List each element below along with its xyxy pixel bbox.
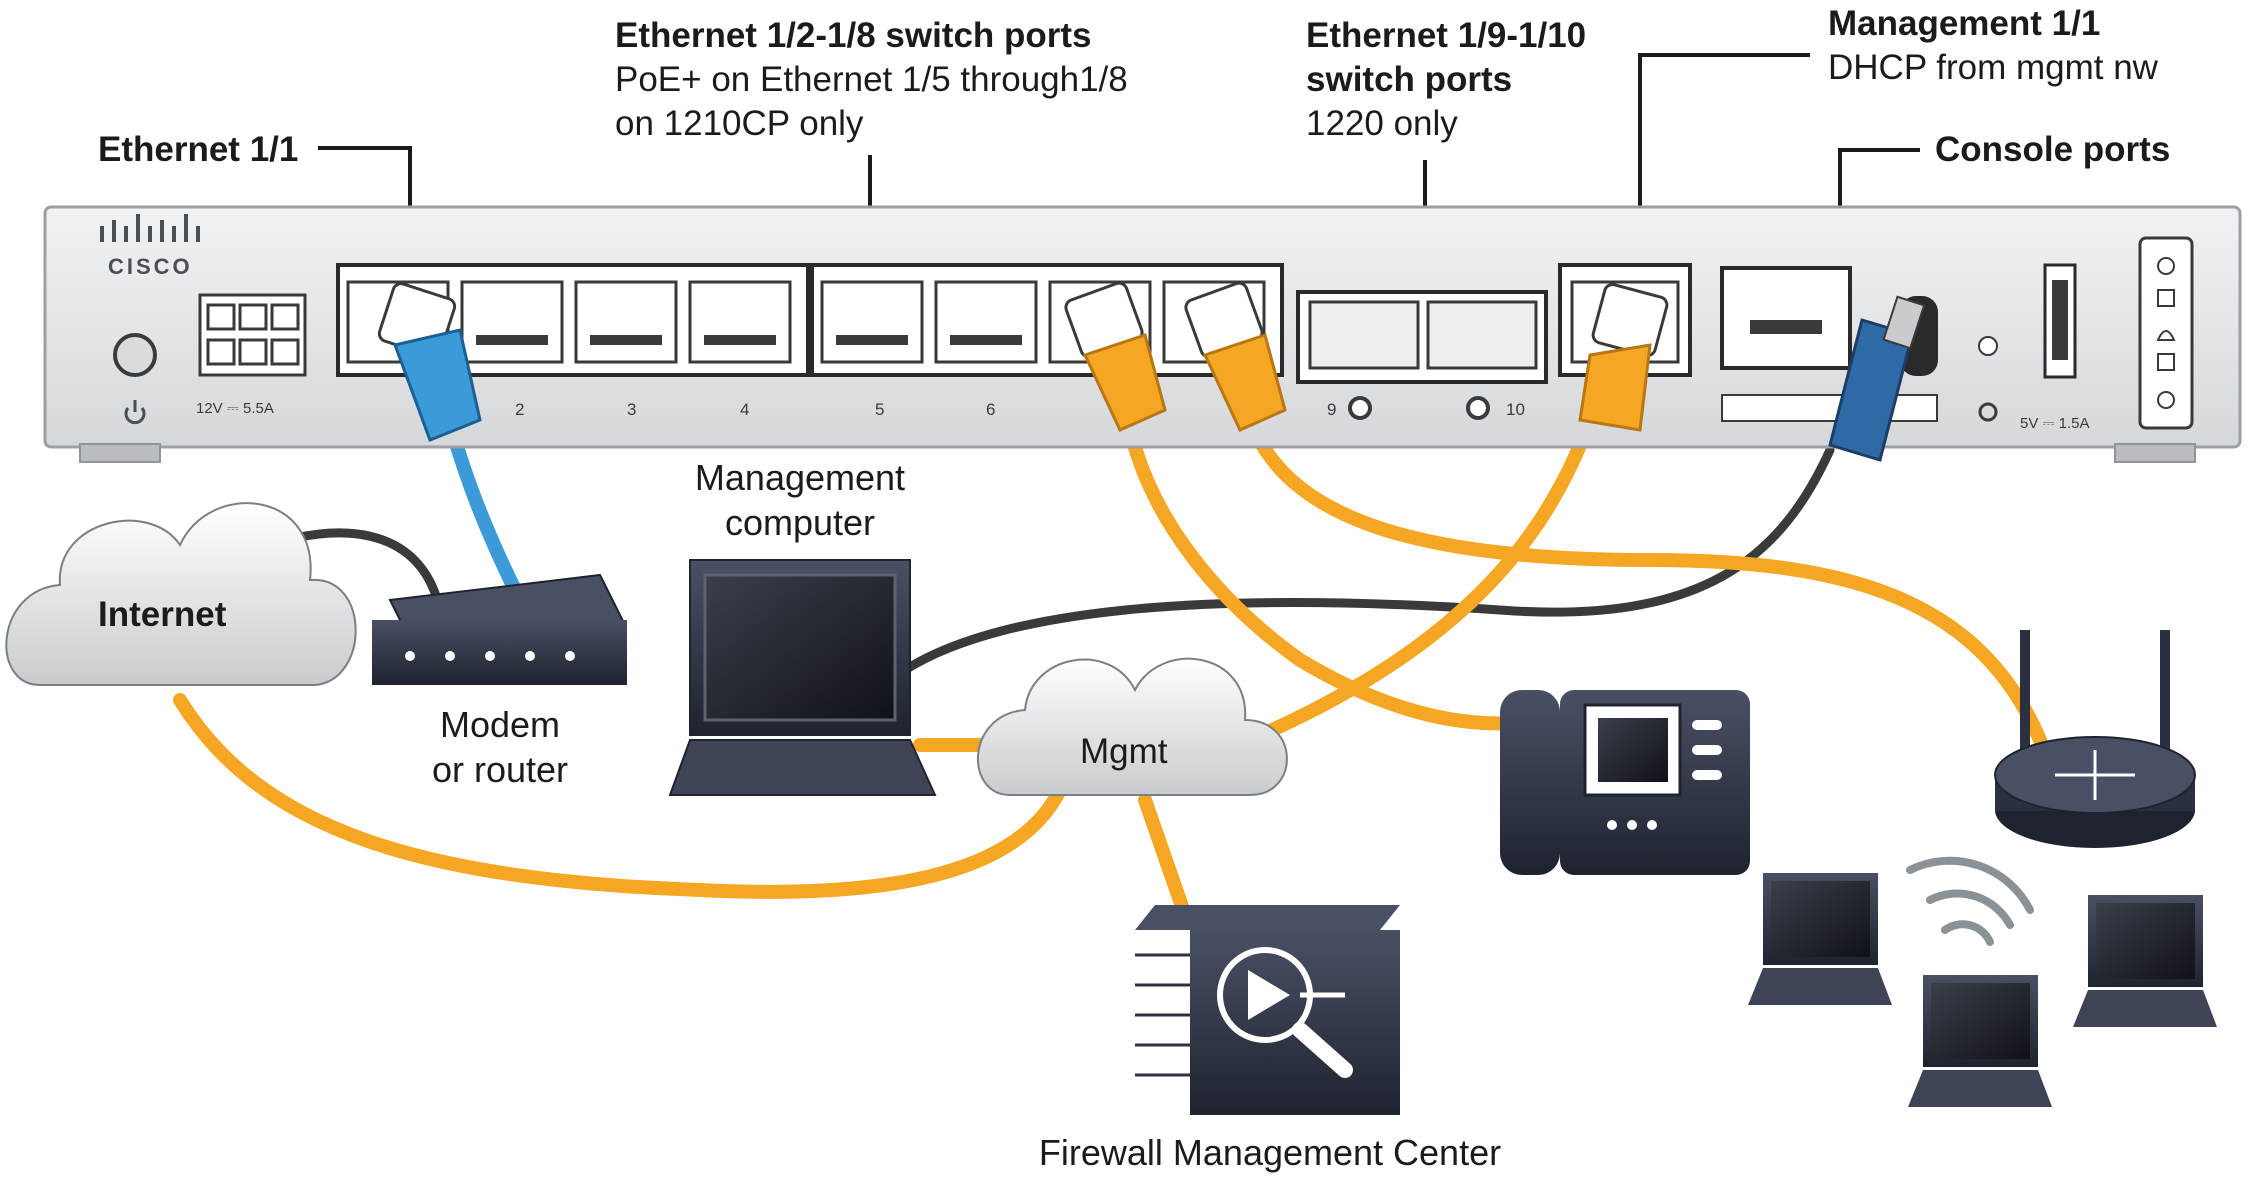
usb-rating-label: 5V ⎓ 1.5A <box>2020 415 2090 432</box>
port-pins <box>476 335 1022 345</box>
wifi-waves <box>1906 856 2034 946</box>
callout-ethernet-1-1-title: Ethernet 1/1 <box>98 130 299 169</box>
port-label-2: 2 <box>515 400 525 419</box>
callout-eth19110-title1: Ethernet 1/9-1/10 <box>1306 16 1587 55</box>
port-label-6: 6 <box>986 400 996 419</box>
fmc-appliance-icon <box>1135 905 1400 1115</box>
callout-console-title: Console ports <box>1935 130 2171 169</box>
callout-eth1218-title: Ethernet 1/2-1/8 switch ports <box>615 16 1092 55</box>
power-button <box>113 333 157 377</box>
wireless-router-icon <box>1994 630 2196 848</box>
cable-port7-phone <box>1118 393 1547 731</box>
port-label-9: 9 <box>1327 400 1337 419</box>
modem-label-line2: or router <box>431 749 569 790</box>
client-laptop-3 <box>2073 895 2217 1027</box>
modem-label-line1: Modem <box>439 704 561 745</box>
callout-ethernet-1-1: Ethernet 1/1 <box>98 128 298 172</box>
brand-label: CISCO <box>108 254 193 279</box>
ethernet-plug-port8 <box>1184 281 1287 432</box>
modem-label: Modem or router <box>420 702 580 792</box>
callout-ethernet-1-9-1-10: Ethernet 1/9-1/10 switch ports 1220 only <box>1306 14 1586 145</box>
callout-console-ports: Console ports <box>1935 128 2170 172</box>
ethernet-plug-blue <box>377 282 482 442</box>
fmc-label: Firewall Management Center <box>1038 1132 1502 1173</box>
power-icon <box>124 400 146 425</box>
callout-management-1-1: Management 1/1 DHCP from mgmt nw <box>1828 2 2158 90</box>
port-label-10: 10 <box>1506 400 1525 419</box>
usb-console-plug <box>1828 295 1926 462</box>
ethernet-plug-port7 <box>1064 281 1167 432</box>
ip-phone-icon <box>1500 690 1750 875</box>
power-connector <box>198 293 307 377</box>
laptop-icon <box>668 559 937 796</box>
cloud-icon <box>5 502 357 686</box>
management-computer-label: Management computer <box>660 455 940 545</box>
callout-mgmt11-line1: DHCP from mgmt nw <box>1828 47 2158 87</box>
status-led-icons <box>2156 257 2176 409</box>
power-rating-label: 12V ⎓ 5.5A <box>196 400 274 417</box>
mgmt-cloud-icon <box>977 657 1288 796</box>
client-laptop-2 <box>1908 975 2052 1107</box>
callout-eth19110-line1: 1220 only <box>1306 103 1458 143</box>
client-laptop-1 <box>1748 873 1892 1005</box>
mgmt-computer-line1: Management <box>694 457 906 498</box>
callout-ethernet-1-2-1-8: Ethernet 1/2-1/8 switch ports PoE+ on Et… <box>615 14 1128 145</box>
cisco-logo-icon <box>100 214 200 242</box>
port-label-3: 3 <box>627 400 637 419</box>
reset-icon <box>1978 402 1998 422</box>
internet-label: Internet <box>98 595 227 634</box>
port-label-5: 5 <box>875 400 885 419</box>
mgmt-cloud-label: Mgmt <box>1080 732 1168 771</box>
cable-port8-router <box>1238 393 2047 747</box>
modem-icon <box>372 573 627 685</box>
port-label-4: 4 <box>740 400 750 419</box>
cable-internet-mgmt <box>173 693 1067 899</box>
callout-eth1218-line1: PoE+ on Ethernet 1/5 through1/8 <box>615 59 1128 99</box>
ethernet-plug-mgmt <box>1578 283 1669 432</box>
usb-icon <box>2043 263 2077 379</box>
mgmt-computer-line2: computer <box>724 502 876 543</box>
cable-mgmt-fmc <box>1138 793 1192 922</box>
callout-eth1218-line2: on 1210CP only <box>615 103 864 143</box>
callout-mgmt11-title: Management 1/1 <box>1828 4 2101 43</box>
callout-eth19110-title2: switch ports <box>1306 59 1513 99</box>
